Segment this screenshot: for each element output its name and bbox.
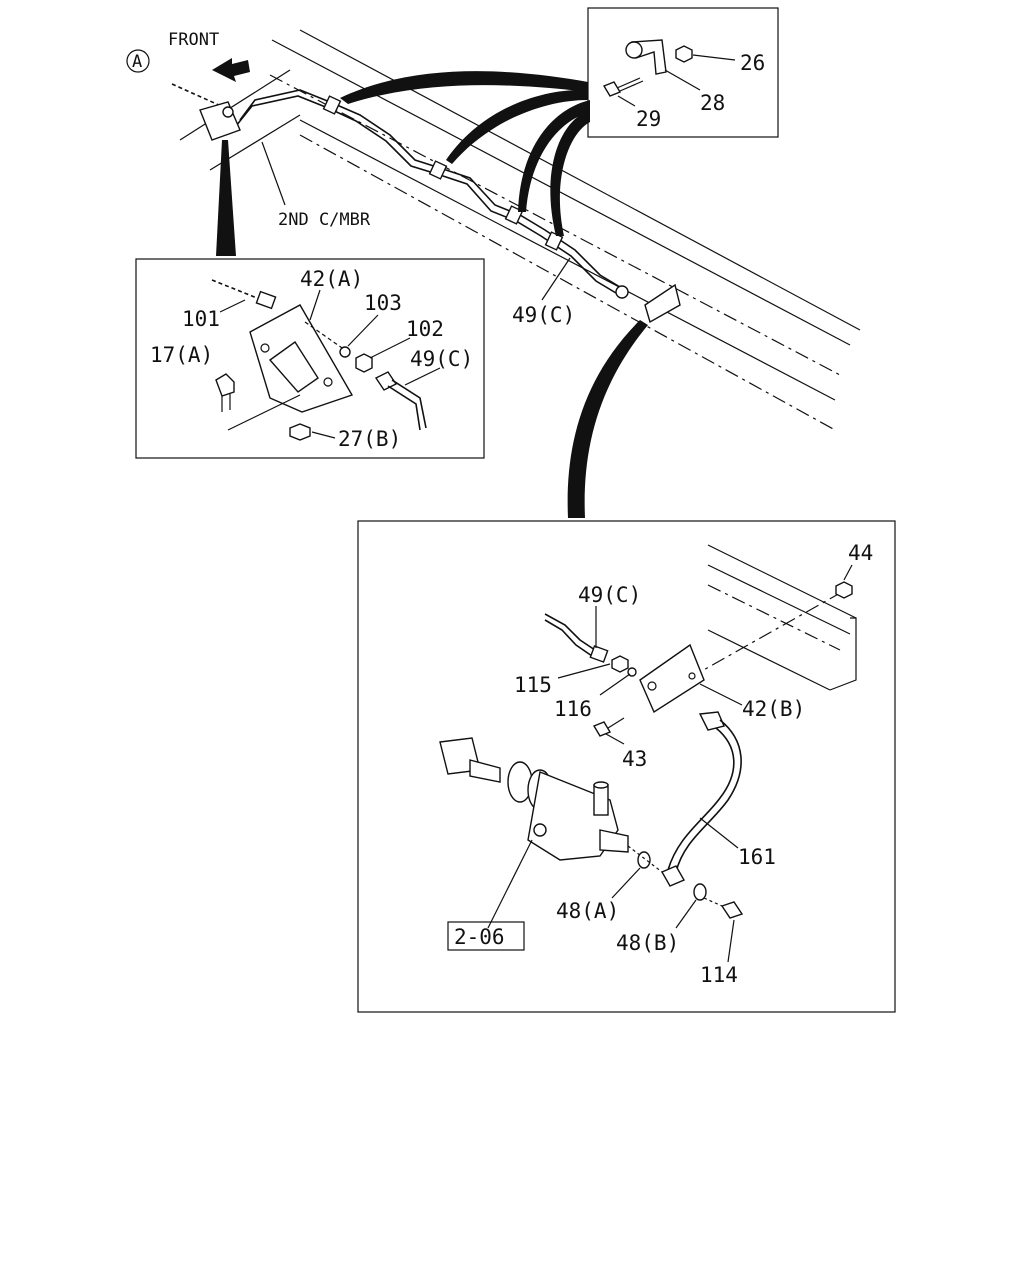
- label-48b: 48(B): [616, 931, 679, 955]
- label-161: 161: [738, 845, 776, 869]
- label-17a: 17(A): [150, 343, 213, 367]
- label-102: 102: [406, 317, 444, 341]
- bracket-detail: 42(A) 101 103 102 17(A) 49(C) 27(B): [135, 258, 485, 459]
- label-42a: 42(A): [300, 267, 363, 291]
- label-49c: 49(C): [410, 347, 473, 371]
- reference-box[interactable]: [447, 921, 525, 951]
- label-115: 115: [514, 673, 552, 697]
- label-43: 43: [622, 747, 647, 771]
- reference-box-label[interactable]: 2-06: [454, 925, 505, 949]
- label-49c-cylinder: 49(C): [578, 583, 641, 607]
- crossmember-label: 2ND C/MBR: [278, 210, 371, 230]
- label-29: 29: [636, 107, 661, 131]
- label-26: 26: [740, 51, 765, 75]
- pipe-label: 49(C): [512, 303, 575, 327]
- label-48a: 48(A): [556, 899, 619, 923]
- cylinder-detail-frame: [357, 520, 896, 1013]
- label-27b: 27(B): [338, 427, 401, 451]
- cylinder-detail: 44 49(C) 115 116 42(B) 43 161 48(A) 48(B…: [357, 520, 896, 1013]
- reference-circle-label: A: [132, 52, 142, 72]
- reference-circle: [126, 49, 150, 73]
- label-42b: 42(B): [742, 697, 805, 721]
- label-101: 101: [182, 307, 220, 331]
- clip-detail: 26 28 29: [587, 7, 779, 138]
- bracket-detail-frame: [135, 258, 485, 459]
- label-114: 114: [700, 963, 738, 987]
- main-view: FRONT A 2ND C/MBR 49(C): [126, 29, 861, 518]
- label-103: 103: [364, 291, 402, 315]
- label-116: 116: [554, 697, 592, 721]
- label-44: 44: [848, 541, 873, 565]
- front-label: FRONT: [168, 30, 219, 50]
- clip-detail-frame: [587, 7, 779, 138]
- label-28: 28: [700, 91, 725, 115]
